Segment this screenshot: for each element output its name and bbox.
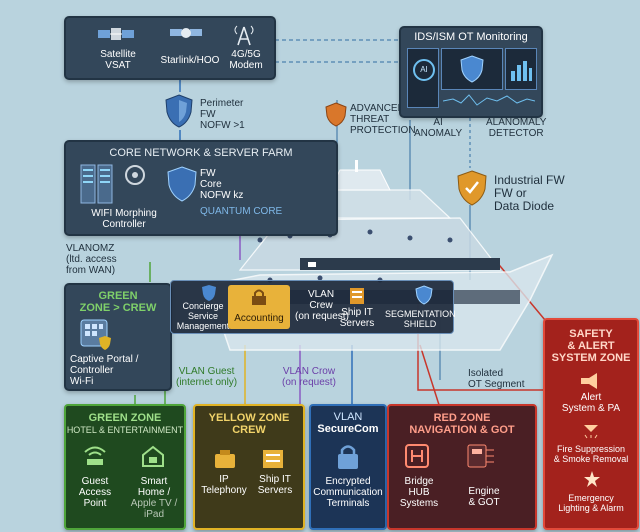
- green-zone-panel: GREEN ZONE HOTEL & ENTERTAINMENT Guest A…: [64, 404, 186, 530]
- industrial-fw-label: Industrial FW FW or Data Diode: [494, 173, 565, 213]
- green-crew-panel: GREEN ZONE > CREW Captive Portal / Contr…: [64, 283, 172, 391]
- smart-home-icon: [140, 444, 166, 468]
- perimeter-shield-icon: [164, 94, 194, 128]
- core-fw-label: FW Core NOFW kz: [200, 168, 244, 201]
- shield-screen: [441, 48, 503, 90]
- ids-title: IDS/ISM OT Monitoring: [414, 31, 528, 43]
- vlan-crew-label: VLAN Crew (on request): [295, 289, 349, 322]
- bridge-hub-icon: [405, 444, 429, 468]
- captive-shield-icon: [98, 335, 112, 351]
- core-fw-shield-icon: [166, 166, 198, 202]
- megaphone-icon: [579, 372, 601, 390]
- vlan-securecom-panel: VLAN SecureCom Encrypted Communication T…: [309, 404, 387, 530]
- bridge-hub-label: Bridge HUB Systems: [399, 476, 439, 509]
- ai-screen: AI: [407, 48, 439, 108]
- starlink-dish-icon: [166, 21, 206, 47]
- atp-shield-icon: [325, 102, 347, 127]
- engine-got-label: Engine & GOT: [468, 486, 500, 508]
- vlanomz-label: VLANOMZ (ltd. access from WAN): [66, 243, 117, 276]
- safety-zone-title: SAFETY & ALERT SYSTEM ZONE: [551, 328, 631, 364]
- red-zone-title: RED ZONE NAVIGATION & GOT: [409, 412, 515, 436]
- starlink-label: Starlink/HOO: [160, 55, 220, 66]
- cell-tower-icon: [232, 21, 256, 47]
- ai-anomaly-label: AI ANOMALY: [414, 117, 463, 139]
- emergency-lighting-label: Emergency Lighting & Alarm: [558, 493, 624, 513]
- accounting-label: Accounting: [234, 313, 284, 324]
- concierge-shield-icon: [201, 284, 217, 302]
- segmentation-shield-label: SEGMENTATION SHIELD: [385, 309, 456, 329]
- apple-tv-label: Apple TV / iPad: [130, 498, 178, 520]
- green-zone-subtitle: HOTEL & ENTERTAINMENT: [66, 425, 184, 435]
- server-rack-icon: [80, 164, 114, 204]
- wifi-controller-label: WIFI Morphing Controller: [91, 208, 157, 230]
- green-zone-title: GREEN ZONE: [88, 412, 162, 424]
- isolated-ot-label: Isolated OT Segment: [468, 368, 525, 390]
- encrypted-terminal-icon: [336, 444, 360, 470]
- fire-sprinkler-icon: [581, 420, 601, 440]
- ship-it-servers-label: Ship IT Servers: [257, 474, 293, 496]
- smart-home-label: Smart Home /: [137, 476, 171, 498]
- ship-server-icon: [261, 448, 285, 470]
- vlan-crow-label: VLAN Crow (on request): [282, 366, 336, 388]
- ai-chip-icon: AI: [413, 59, 435, 81]
- red-zone-panel: RED ZONE NAVIGATION & GOT Bridge HUB Sys…: [387, 404, 537, 530]
- ip-phone-icon: [213, 448, 237, 470]
- green-zone-crew-title: GREEN ZONE > CREW: [79, 290, 157, 314]
- segmentation-shield-icon: [415, 285, 433, 305]
- monitor-shield-icon: [460, 55, 484, 83]
- advanced-threat-protection-label: ADVANCED THREAT PROTECTION: [350, 103, 416, 136]
- anomaly-waveform-icon: [443, 94, 535, 106]
- accounting-lock-icon: [250, 288, 268, 306]
- engine-control-icon: [465, 442, 495, 470]
- ip-telephony-label: IP Telephony: [201, 474, 247, 496]
- encrypted-terminals-label: Encrypted Communication Terminals: [313, 476, 383, 509]
- ship-it-server-icon: [349, 287, 365, 305]
- satellite-icon: [96, 21, 136, 47]
- concierge-label: Concierge Service Management: [176, 301, 230, 331]
- vlan-securecom-title: VLAN: [333, 411, 363, 423]
- cell-modem-label: 4G/5G Modem: [229, 49, 263, 71]
- chart-screen: [505, 48, 537, 90]
- ship-it-servers-deck-label: Ship IT Servers: [339, 307, 375, 329]
- yellow-zone-title: YELLOW ZONE CREW: [208, 412, 290, 436]
- emergency-light-icon: [583, 470, 601, 488]
- quantum-core-label: QUANTUM CORE: [200, 206, 283, 217]
- fire-suppression-label: Fire Suppression & Smoke Removal: [553, 444, 629, 464]
- guest-access-point-label: Guest Access Point: [78, 476, 112, 509]
- securecom-subtitle: SecureCom: [317, 423, 379, 435]
- ids-monitoring-panel: IDS/ISM OT Monitoring AI: [399, 26, 543, 118]
- alert-system-label: Alert System & PA: [561, 392, 621, 414]
- wifi-controller-icon: [124, 164, 146, 186]
- captive-portal-label: Captive Portal / Controller Wi-Fi: [70, 354, 139, 387]
- bar-chart-icon: [511, 61, 532, 81]
- wan-uplinks-panel: Satellite VSAT Starlink/HOO 4G/5G Modem: [64, 16, 276, 80]
- core-network-panel: CORE NETWORK & SERVER FARM WIFI Morphing…: [64, 140, 338, 236]
- safety-zone-panel: SAFETY & ALERT SYSTEM ZONE Alert System …: [543, 318, 639, 530]
- yellow-zone-panel: YELLOW ZONE CREW IP Telephony Ship IT Se…: [193, 404, 305, 530]
- core-title: CORE NETWORK & SERVER FARM: [109, 147, 293, 159]
- alanomaly-detector-label: ALANOMALY DETECTOR: [486, 117, 547, 139]
- industrial-fw-shield-icon: [456, 170, 488, 206]
- wifi-router-icon: [82, 442, 108, 468]
- satellite-vsat-label: Satellite VSAT: [100, 49, 136, 71]
- vlan-guest-label: VLAN Guest (internet only): [176, 366, 238, 388]
- accounting-tile: Accounting: [228, 285, 290, 329]
- red-line: [419, 344, 441, 409]
- perimeter-fw-label: Perimeter FW NOFW >1: [200, 98, 245, 131]
- deck-services-panel: Concierge Service Management Accounting …: [170, 280, 456, 334]
